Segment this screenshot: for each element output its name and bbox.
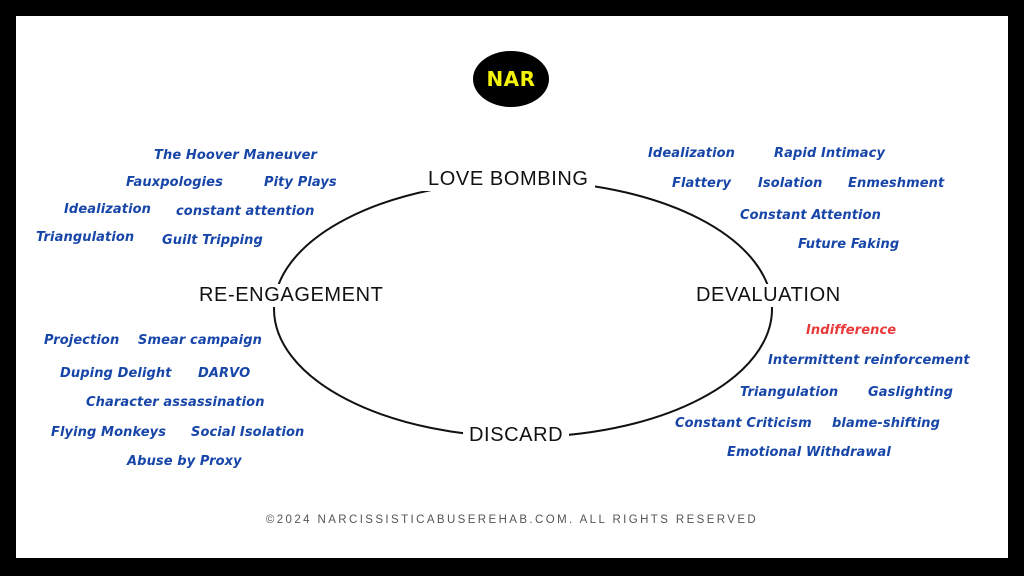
tactic-label: Smear campaign bbox=[138, 333, 262, 348]
tactic-label: Intermittent reinforcement bbox=[768, 353, 970, 368]
tactic-label: Fauxpologies bbox=[126, 175, 223, 190]
tactic-label: blame-shifting bbox=[832, 416, 941, 431]
tactic-label: Idealization bbox=[648, 146, 736, 161]
tactic-label: The Hoover Maneuver bbox=[154, 148, 318, 163]
tactic-label: Idealization bbox=[64, 202, 152, 217]
tactic-label: Projection bbox=[44, 333, 120, 348]
tactic-label: Social Isolation bbox=[191, 425, 305, 440]
tactic-label: Flattery bbox=[672, 176, 732, 191]
tactic-label: Duping Delight bbox=[60, 366, 172, 381]
stage-discard: DISCARD bbox=[463, 424, 570, 447]
stage-love-bombing: LOVE BOMBING bbox=[422, 168, 595, 191]
tactic-label: Flying Monkeys bbox=[51, 425, 167, 440]
stage-re-engagement: RE-ENGAGEMENT bbox=[193, 284, 390, 307]
tactic-label: Future Faking bbox=[798, 237, 900, 252]
tactic-label: Pity Plays bbox=[264, 175, 337, 190]
tactic-label: Triangulation bbox=[740, 385, 839, 400]
tactic-label: Constant Criticism bbox=[675, 416, 812, 431]
tactic-label: Constant Attention bbox=[740, 208, 881, 223]
tactic-label: Enmeshment bbox=[848, 176, 945, 191]
tactic-label: Gaslighting bbox=[868, 385, 953, 400]
tactic-label: constant attention bbox=[176, 204, 315, 219]
tactic-label: Emotional Withdrawal bbox=[727, 445, 891, 460]
tactic-label: Rapid Intimacy bbox=[774, 146, 886, 161]
tactic-label: DARVO bbox=[198, 366, 251, 381]
tactic-label: Guilt Tripping bbox=[162, 233, 263, 248]
tactic-label-highlight: Indifference bbox=[806, 323, 897, 338]
tactic-label: Abuse by Proxy bbox=[127, 454, 242, 469]
stage-devaluation: DEVALUATION bbox=[690, 284, 847, 307]
nar-badge-label: NAR bbox=[486, 67, 536, 91]
copyright-footer: ©2024 NARCISSISTICABUSEREHAB.COM. ALL RI… bbox=[265, 514, 759, 526]
tactic-label: Triangulation bbox=[36, 230, 135, 245]
tactic-label: Isolation bbox=[758, 176, 823, 191]
nar-badge: NAR bbox=[473, 51, 549, 107]
tactic-label: Character assassination bbox=[86, 395, 265, 410]
